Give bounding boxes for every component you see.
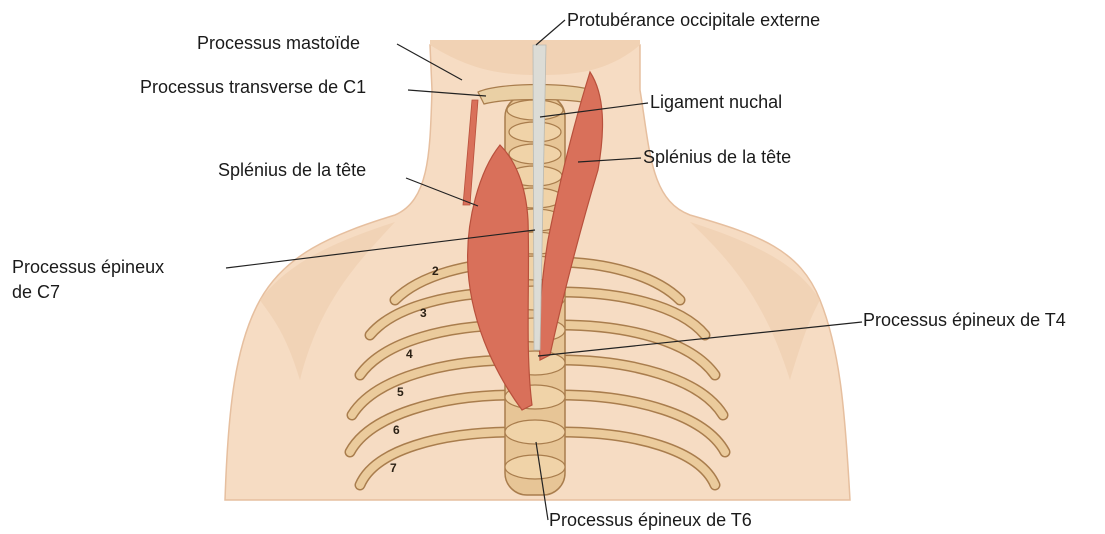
label-occipital-protuberance: Protubérance occipitale externe [567, 10, 820, 31]
rib-number-6: 6 [393, 423, 400, 437]
label-splenius-left: Splénius de la tête [218, 160, 366, 181]
label-spinous-c7-line1: Processus épineux [12, 257, 164, 278]
label-splenius-right: Splénius de la tête [643, 147, 791, 168]
label-nuchal-ligament: Ligament nuchal [650, 92, 782, 113]
rib-number-5: 5 [397, 385, 404, 399]
rib-number-3: 3 [420, 306, 427, 320]
label-spinous-t4: Processus épineux de T4 [863, 310, 1066, 331]
rib-number-4: 4 [406, 347, 413, 361]
rib-number-2: 2 [432, 264, 439, 278]
label-spinous-c7-line2: de C7 [12, 282, 60, 303]
label-spinous-t6: Processus épineux de T6 [549, 510, 752, 531]
rib-number-7: 7 [390, 461, 397, 475]
label-transverse-process-c1: Processus transverse de C1 [140, 77, 366, 98]
label-mastoid-process: Processus mastoïde [197, 33, 360, 54]
